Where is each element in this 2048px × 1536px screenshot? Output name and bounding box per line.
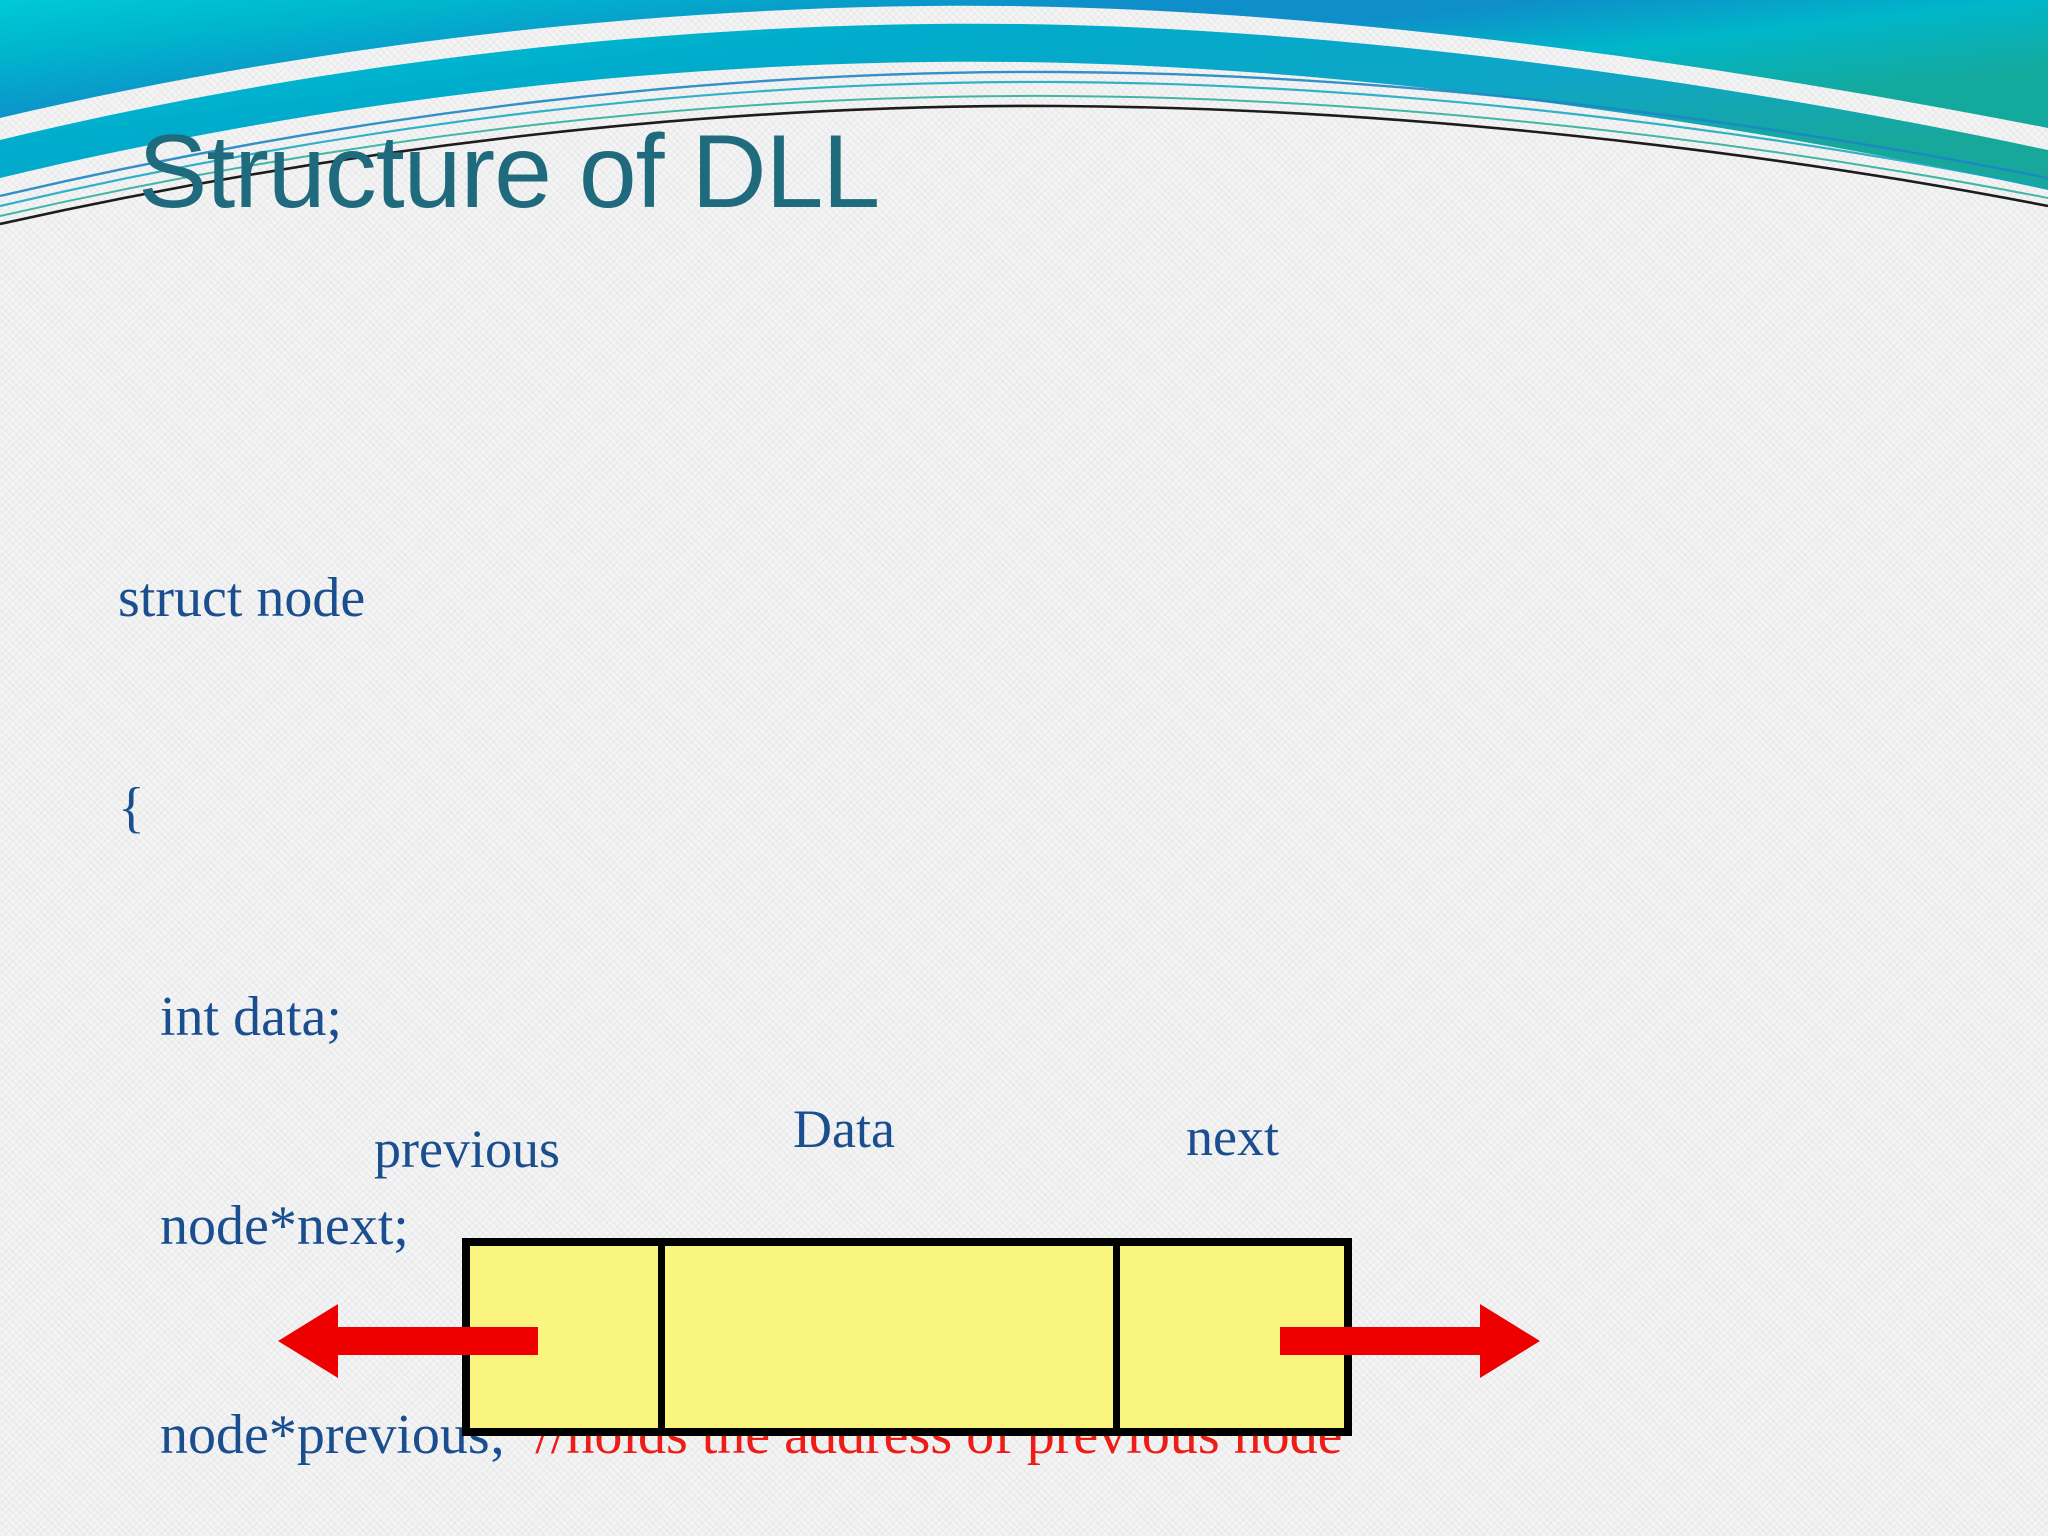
node-cell-data: [665, 1246, 1120, 1428]
code-line-node-next: node*next;: [118, 1194, 409, 1257]
diagram-label-previous: previous: [374, 1119, 560, 1179]
code-line-open-brace: {: [118, 776, 145, 839]
code-line-struct: struct node: [118, 567, 366, 630]
header-wave-decoration: [0, 0, 2048, 226]
next-pointer-arrow-icon: [1280, 1304, 1540, 1378]
previous-pointer-arrow-icon: [278, 1304, 538, 1378]
code-listing: struct node { int data; node*next; node*…: [118, 425, 1342, 1536]
diagram-label-data: Data: [793, 1099, 895, 1159]
code-text-node-previous: node*previous;: [118, 1404, 506, 1467]
node-box: [462, 1238, 1352, 1436]
diagram-label-next: next: [1186, 1107, 1279, 1167]
code-line-node-previous: node*previous;//holds the address of pre…: [118, 1401, 1342, 1471]
page-title: Structure of DLL: [138, 114, 880, 230]
code-line-int-data: int data;: [118, 985, 342, 1048]
